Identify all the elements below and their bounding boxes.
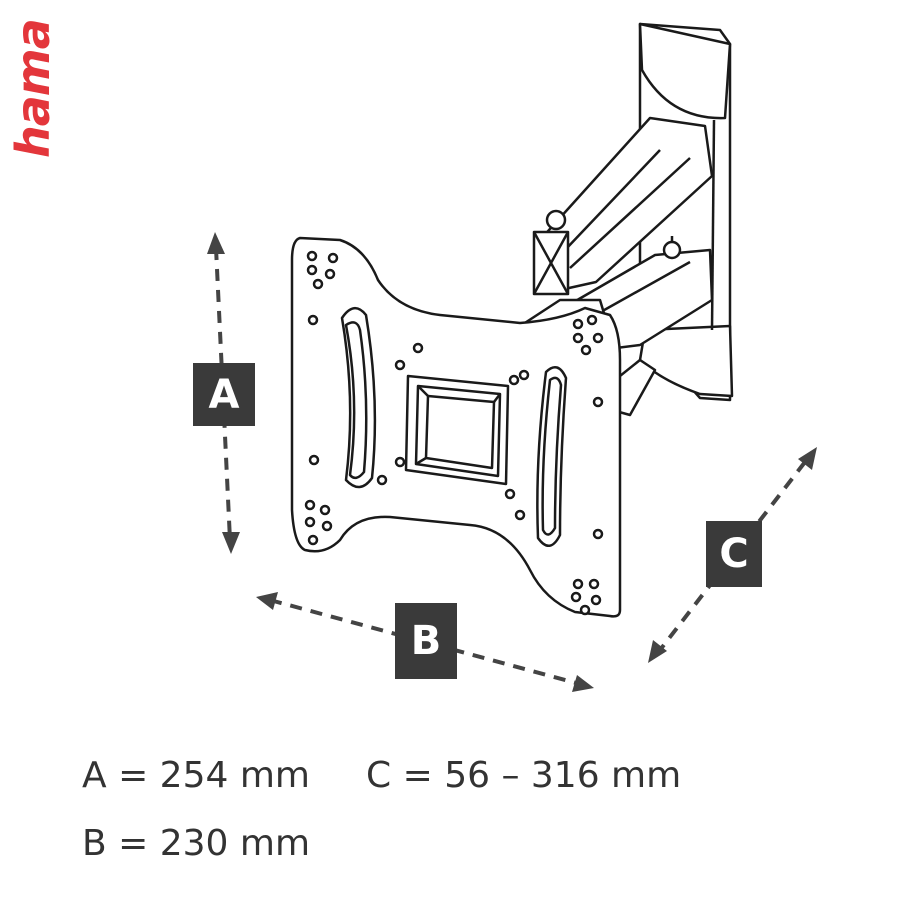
mounting-holes bbox=[304, 250, 604, 616]
hama-logo: hama bbox=[6, 19, 60, 158]
label-a-badge: A bbox=[193, 363, 255, 426]
dimension-c-text: C = 56 – 316 mm bbox=[366, 755, 682, 796]
hinge-block bbox=[532, 209, 682, 296]
dimension-a-line bbox=[214, 247, 232, 541]
dimension-b-line bbox=[269, 598, 581, 686]
arrowhead-icon bbox=[572, 675, 594, 692]
label-c-badge: C bbox=[706, 521, 762, 587]
arrowhead-icon bbox=[798, 447, 817, 470]
vesa-plate bbox=[290, 236, 622, 618]
dimension-a-text: A = 254 mm bbox=[82, 755, 310, 796]
arrowhead-icon bbox=[256, 592, 278, 610]
dimension-b-text: B = 230 mm bbox=[82, 823, 311, 864]
arrowhead-icon bbox=[222, 532, 240, 554]
arrowhead-icon bbox=[648, 640, 667, 663]
swing-arm-upper bbox=[538, 116, 714, 292]
label-b-badge: B bbox=[395, 603, 457, 679]
dimension-c-line bbox=[658, 460, 807, 652]
arrowhead-icon bbox=[207, 232, 225, 254]
